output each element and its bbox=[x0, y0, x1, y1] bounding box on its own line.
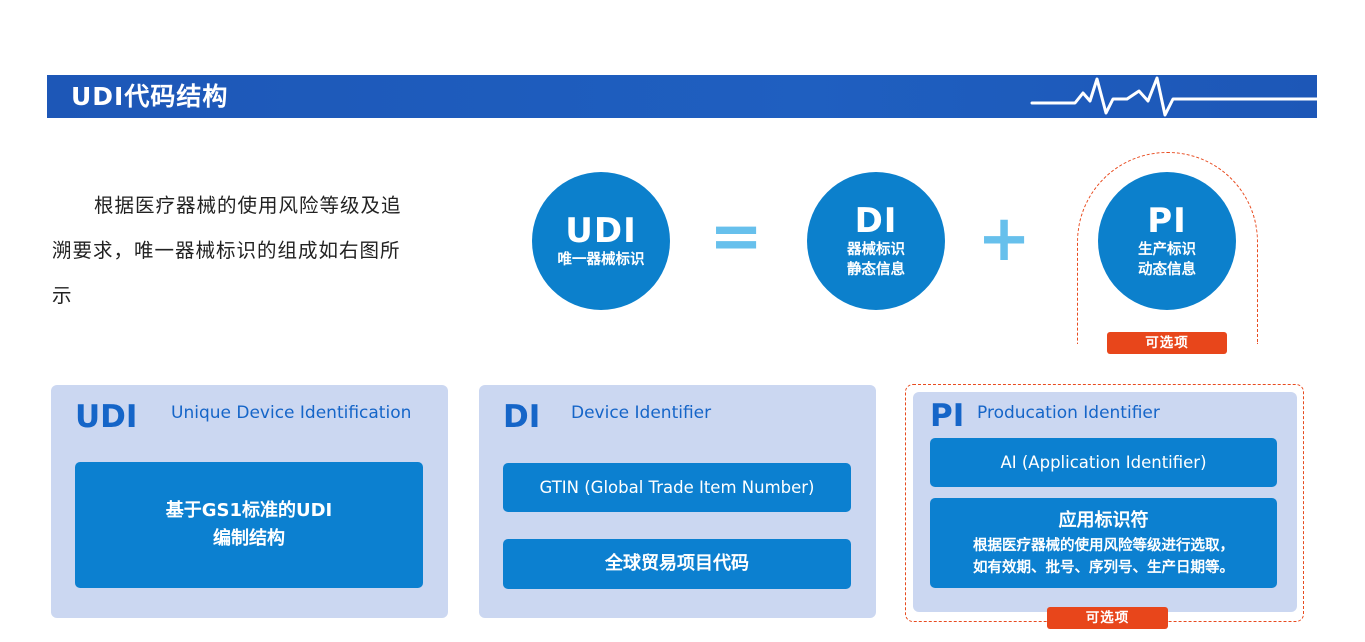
di-circle: DI 器械标识 静态信息 bbox=[807, 172, 945, 310]
application-identifier-box: 应用标识符 根据医疗器械的使用风险等级进行选取， 如有效期、批号、序列号、生产日… bbox=[930, 498, 1277, 588]
section-header: UDI代码结构 bbox=[47, 75, 1317, 118]
pi-panel: PI Producation Identifier AI (Applicatio… bbox=[913, 392, 1297, 612]
pi-panel-subtitle: Producation Identifier bbox=[977, 403, 1160, 423]
udi-panel-title: UDI bbox=[75, 399, 138, 435]
udi-box-line1: 基于GS1标准的UDI bbox=[165, 500, 333, 521]
equals-sign: = bbox=[709, 200, 763, 274]
udi-structure-box: 基于GS1标准的UDI 编制结构 bbox=[75, 462, 423, 588]
di-circle-code: DI bbox=[854, 201, 898, 241]
di-panel-title: DI bbox=[503, 399, 541, 435]
ai-label: AI (Application Identifier) bbox=[1000, 452, 1207, 472]
pi-circle-line2: 动态信息 bbox=[1138, 262, 1196, 278]
di-circle-line2: 静态信息 bbox=[847, 262, 905, 278]
udi-box-line2: 编制结构 bbox=[213, 528, 285, 549]
udi-circle-label: 唯一器械标识 bbox=[557, 252, 645, 268]
ai-desc-line2: 如有效期、批号、序列号、生产日期等。 bbox=[973, 560, 1234, 576]
optional-badge-top: 可选项 bbox=[1107, 332, 1227, 354]
intro-paragraph: 根据医疗器械的使用风险等级及追溯要求，唯一器械标识的组成如右图所示 bbox=[52, 194, 402, 307]
di-panel-subtitle: Device Identifier bbox=[571, 403, 712, 423]
pi-circle-line1: 生产标识 bbox=[1138, 242, 1196, 258]
plus-sign: + bbox=[977, 202, 1031, 276]
optional-dotted-outline bbox=[1077, 152, 1258, 344]
section-title: UDI代码结构 bbox=[71, 82, 229, 111]
heartbeat-pulse-icon bbox=[1030, 76, 1317, 117]
ai-box: AI (Application Identifier) bbox=[930, 438, 1277, 487]
udi-circle-code: UDI bbox=[565, 211, 637, 251]
di-circle-line1: 器械标识 bbox=[847, 242, 905, 258]
ai-chinese-title: 应用标识符 bbox=[1058, 510, 1149, 531]
optional-badge-bottom: 可选项 bbox=[1047, 607, 1168, 629]
udi-circle: UDI 唯一器械标识 bbox=[532, 172, 670, 310]
udi-panel: UDI Unique Device Identification 基于GS1标准… bbox=[51, 385, 448, 618]
ai-desc-line1: 根据医疗器械的使用风险等级进行选取， bbox=[973, 538, 1234, 554]
gtin-box: GTIN (Global Trade Item Number) bbox=[503, 463, 851, 512]
pi-circle-code: PI bbox=[1147, 201, 1187, 241]
pi-circle: PI 生产标识 动态信息 bbox=[1098, 172, 1236, 310]
gtin-chinese-label: 全球贸易项目代码 bbox=[605, 553, 749, 574]
gtin-label: GTIN (Global Trade Item Number) bbox=[539, 477, 815, 497]
di-panel: DI Device Identifier GTIN (Global Trade … bbox=[479, 385, 876, 618]
gtin-chinese-box: 全球贸易项目代码 bbox=[503, 539, 851, 589]
udi-panel-subtitle: Unique Device Identification bbox=[171, 403, 412, 423]
pi-panel-title: PI bbox=[930, 398, 965, 434]
